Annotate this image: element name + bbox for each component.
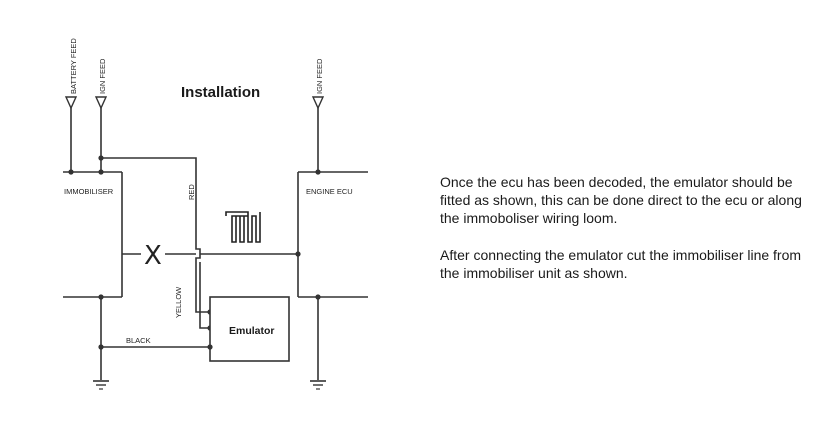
ign-feed-right-arrow-icon <box>311 96 325 110</box>
ground-right-icon <box>310 380 326 390</box>
yellow-wire: YELLOW <box>174 262 213 331</box>
red-wire-label: RED <box>187 184 196 200</box>
ign-feed-left-arrow-icon <box>94 96 108 110</box>
ecu-line-node <box>295 251 301 257</box>
description-paragraph-2: After connecting the emulator cut the im… <box>440 247 802 281</box>
cut-mark: X <box>144 241 162 271</box>
ign-feed-left: IGN FEED <box>94 58 108 175</box>
immobiliser-line: X <box>122 241 301 271</box>
ign-feed-right-label: IGN FEED <box>315 58 324 94</box>
description-paragraph-1: Once the ecu has been decoded, the emula… <box>440 174 802 226</box>
signal-pulse-icon <box>225 211 261 243</box>
diagram-title: Installation <box>181 84 260 101</box>
engine-ecu-label: ENGINE ECU <box>306 187 353 196</box>
ecu-ground-wire <box>315 294 321 380</box>
ground-left-icon <box>93 380 109 390</box>
immobiliser-label: IMMOBILISER <box>64 187 114 196</box>
red-wire: RED <box>101 157 197 243</box>
line-crossover <box>195 243 201 262</box>
battery-feed-arrow-icon <box>64 96 78 110</box>
engine-ecu-unit: ENGINE ECU <box>297 171 368 298</box>
emulator-unit: Emulator <box>207 296 290 362</box>
immobiliser-unit: IMMOBILISER <box>63 171 123 298</box>
ign-feed-left-label: IGN FEED <box>98 58 107 94</box>
emulator-label: Emulator <box>229 325 275 337</box>
ign-feed-right: IGN FEED <box>311 58 325 175</box>
battery-feed: BATTERY FEED <box>64 38 78 175</box>
black-wire-label: BLACK <box>126 336 151 345</box>
black-wire: BLACK <box>98 294 210 380</box>
battery-feed-label: BATTERY FEED <box>69 38 78 94</box>
yellow-wire-label: YELLOW <box>174 286 183 318</box>
